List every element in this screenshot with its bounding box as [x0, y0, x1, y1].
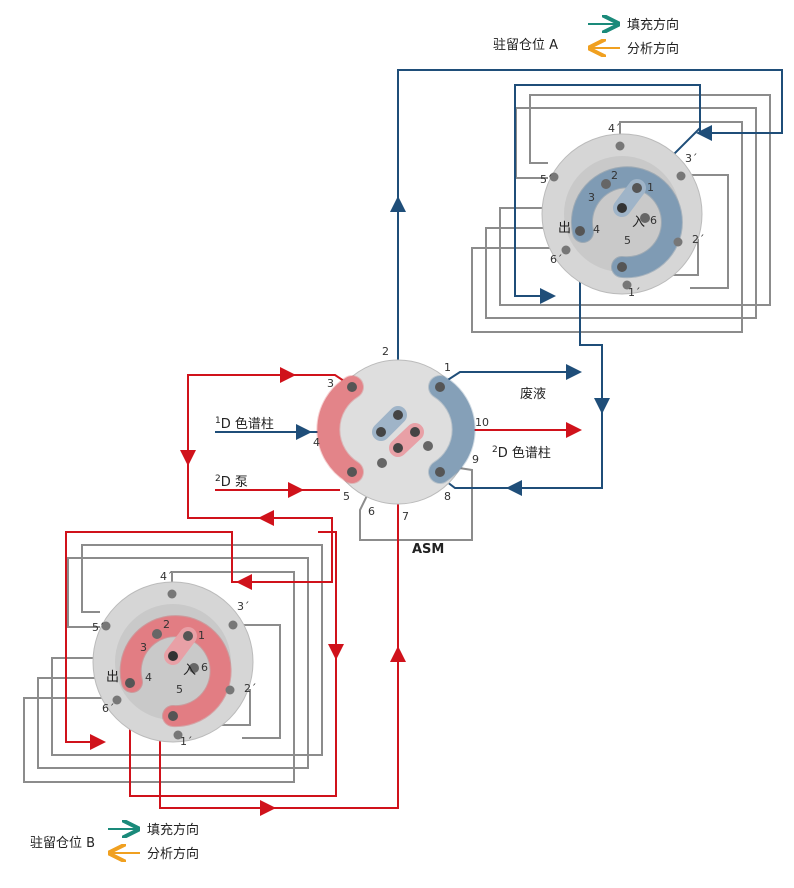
- port-a-6p: 6´: [550, 253, 563, 266]
- port-a-4: 4: [593, 223, 600, 236]
- asm-valve: [316, 359, 476, 505]
- asm-port-2: 2: [382, 345, 389, 358]
- col1-text: D 色谱柱: [221, 416, 274, 432]
- port-b-4p: 4´: [160, 570, 173, 583]
- asm-port-9: 9: [472, 453, 479, 466]
- asm-port-3: 3: [327, 377, 334, 390]
- col2-label: 2D 色谱柱: [492, 445, 551, 461]
- asm-port-8: 8: [444, 490, 451, 503]
- port-b-3: 3: [140, 641, 147, 654]
- asm-labels: 1 2 3 4 5 6 7 8 9 10 ASM 废液 1D 色谱柱 2D 色谱…: [215, 345, 551, 557]
- park-deck-a-labels: 1 2 3 4 5 6 1´ 2´ 3´ 4´ 5´ 6´ 出 入: [540, 122, 705, 299]
- port-b-6: 6: [201, 661, 208, 674]
- port-b-4: 4: [145, 671, 152, 684]
- blue-flow: [215, 69, 783, 496]
- port-b-6p: 6´: [102, 702, 115, 715]
- port-a-2p: 2´: [692, 233, 705, 246]
- col2-text: D 色谱柱: [498, 445, 551, 461]
- port-b-2p: 2´: [244, 682, 257, 695]
- out-label-a: 出: [558, 221, 571, 236]
- port-a-1: 1: [647, 181, 654, 194]
- legend-b-fill: 填充方向: [147, 822, 199, 838]
- asm-port-10: 10: [475, 416, 489, 429]
- port-a-1p: 1´: [628, 286, 641, 299]
- port-b-3p: 3´: [237, 600, 250, 613]
- col1-sup: 1: [215, 416, 221, 426]
- port-a-6: 6: [650, 214, 657, 227]
- port-a-5: 5: [624, 234, 631, 247]
- red-flow: [65, 367, 582, 816]
- legend-a-title: 驻留仓位 A: [493, 38, 558, 53]
- legend-b-title: 驻留仓位 B: [30, 836, 95, 851]
- pump-text: D 泵: [221, 475, 248, 490]
- in-label-a: 入: [632, 215, 645, 230]
- pump-label: 2D 泵: [215, 474, 248, 490]
- in-label-b: 入: [183, 663, 196, 678]
- park-deck-a: [541, 133, 703, 295]
- asm-port-4: 4: [313, 436, 320, 449]
- port-b-5p: 5´: [92, 621, 105, 634]
- port-a-3p: 3´: [685, 152, 698, 165]
- col2-sup: 2: [492, 445, 498, 455]
- port-a-2: 2: [611, 169, 618, 182]
- park-deck-b: [92, 581, 254, 743]
- pump-sup: 2: [215, 474, 221, 484]
- port-b-1: 1: [198, 629, 205, 642]
- asm-port-5: 5: [343, 490, 350, 503]
- asm-loop-6-9: [359, 464, 473, 541]
- port-a-4p: 4´: [608, 122, 621, 135]
- asm-port-7: 7: [402, 510, 409, 523]
- col1-label: 1D 色谱柱: [215, 416, 274, 432]
- port-a-5p: 5´: [540, 173, 553, 186]
- legend-a-fill: 填充方向: [627, 17, 679, 33]
- legend-a: 驻留仓位 A 填充方向 分析方向: [493, 17, 679, 57]
- out-label-b: 出: [106, 670, 119, 685]
- port-b-2: 2: [163, 618, 170, 631]
- legend-b: 驻留仓位 B 填充方向 分析方向: [30, 822, 199, 862]
- port-a-3: 3: [588, 191, 595, 204]
- legend-b-analyze: 分析方向: [147, 846, 199, 862]
- asm-title: ASM: [412, 542, 444, 557]
- waste-label: 废液: [520, 386, 546, 402]
- asm-port-1: 1: [444, 361, 451, 374]
- port-b-1p: 1´: [180, 735, 193, 748]
- legend-a-analyze: 分析方向: [627, 41, 679, 57]
- park-deck-b-labels: 1 2 3 4 5 6 1´ 2´ 3´ 4´ 5´ 6´ 出 入: [92, 570, 257, 748]
- port-b-5: 5: [176, 683, 183, 696]
- asm-port-6: 6: [368, 505, 375, 518]
